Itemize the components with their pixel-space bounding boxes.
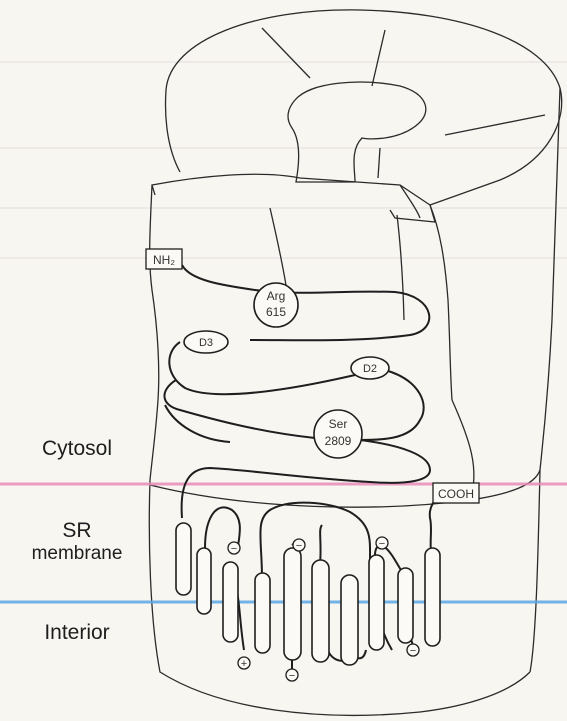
helix: [369, 555, 384, 650]
helix: [284, 548, 301, 660]
membrane-label: membrane: [20, 543, 134, 565]
helix: [255, 573, 270, 653]
helix: [425, 548, 440, 646]
helix: [176, 523, 191, 595]
negative-charge-sign: −: [289, 670, 295, 682]
helix: [197, 548, 211, 614]
helix: [312, 560, 329, 662]
sr-membrane-label: SR membrane: [20, 519, 134, 565]
negative-charge-sign: −: [379, 538, 385, 550]
arg615-label: Arg: [267, 289, 286, 303]
cylinder-top-divider: [372, 30, 385, 86]
cylinder-inner-right: [430, 205, 452, 400]
helix: [223, 562, 238, 642]
cooh-label: COOH: [438, 487, 474, 501]
ser2809-label: Ser: [329, 417, 348, 431]
helix: [341, 575, 358, 665]
negative-charge-sign: −: [296, 540, 302, 552]
cytosol-label: Cytosol: [22, 437, 132, 461]
positive-charge-sign: +: [241, 658, 247, 670]
site-markers: [184, 283, 389, 458]
negative-charge-sign: −: [231, 543, 237, 555]
background-lines: [0, 62, 567, 258]
transmembrane-helices: [176, 523, 440, 665]
interior-label: Interior: [22, 621, 132, 645]
cylinder-top-divider: [262, 28, 310, 78]
d3-label: D3: [199, 337, 213, 349]
cylinder-left-outline: [166, 90, 180, 172]
arg615-number: 615: [266, 305, 286, 319]
helix: [398, 568, 413, 643]
nh2-label: NH₂: [153, 253, 175, 267]
front-panel-right-edge: [397, 215, 404, 320]
sr-label: SR: [20, 519, 134, 543]
ser2809-number: 2809: [325, 434, 352, 448]
cylinder-right-outline: [530, 88, 560, 672]
cylinder-top-divider: [445, 115, 545, 135]
cylinder-front-ledge: [152, 174, 435, 222]
cylinder-ledge-step: [400, 185, 420, 218]
d2-label: D2: [363, 363, 377, 375]
negative-charge-sign: −: [410, 645, 416, 657]
cylinder-top-divider: [378, 148, 380, 178]
central-pore: [288, 82, 426, 182]
cylinder-side-curve: [150, 470, 540, 507]
